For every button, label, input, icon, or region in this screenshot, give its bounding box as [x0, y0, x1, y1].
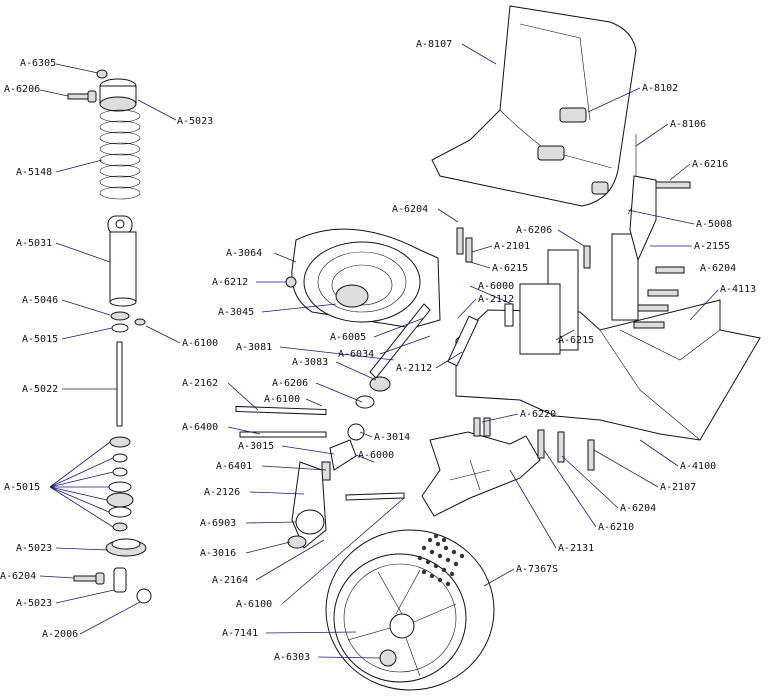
label-a-6215: A-6215: [492, 263, 528, 274]
label-a-6100-bottom: A-6100: [236, 599, 272, 610]
label-a-4113: A-4113: [720, 284, 756, 295]
label-a-6206-mid: A-6206: [516, 225, 552, 236]
label-a-2107: A-2107: [660, 482, 696, 493]
label-a-2112: A-2112: [478, 294, 514, 305]
label-a-5023-lower: A-5023: [16, 543, 52, 554]
label-a-8106: A-8106: [670, 119, 706, 130]
label-a-6210: A-6210: [598, 522, 634, 533]
label-a-5015: A-5015: [22, 334, 58, 345]
label-a-6303: A-6303: [274, 652, 310, 663]
label-a-3045: A-3045: [218, 307, 254, 318]
label-a-5008: A-5008: [696, 219, 732, 230]
chassis-assembly: [235, 5, 761, 691]
label-a-5046: A-5046: [22, 295, 58, 306]
label-a-6220: A-6220: [520, 409, 556, 420]
label-a-2006: A-2006: [42, 629, 78, 640]
label-a-3083: A-3083: [292, 357, 328, 368]
label-a-8102: A-8102: [642, 83, 678, 94]
label-a-5031: A-5031: [16, 238, 52, 249]
label-a-6100: A-6100: [182, 338, 218, 349]
part-labels: A-6305 A-6206 A-5023 A-5148 A-5031 A-504…: [0, 39, 756, 663]
label-a-3081: A-3081: [236, 342, 272, 353]
shock-assembly: [67, 69, 152, 604]
label-a-7141: A-7141: [222, 628, 258, 639]
label-a-3016: A-3016: [200, 548, 236, 559]
label-a-6100-low: A-6100: [264, 394, 300, 405]
label-a-6005: A-6005: [330, 332, 366, 343]
label-a-2155: A-2155: [694, 241, 730, 252]
label-a-6204-top: A-6204: [392, 204, 428, 215]
label-a-2162: A-2162: [182, 378, 218, 389]
label-a-6206: A-6206: [4, 84, 40, 95]
label-a-6401: A-6401: [216, 461, 252, 472]
label-a-2112-lower: A-2112: [396, 363, 432, 374]
label-a-2131: A-2131: [558, 543, 594, 554]
label-a-4100: A-4100: [680, 461, 716, 472]
label-a-6206-low: A-6206: [272, 378, 308, 389]
label-a-2101: A-2101: [494, 241, 530, 252]
label-a-3015: A-3015: [238, 441, 274, 452]
label-a-6216: A-6216: [692, 159, 728, 170]
label-a-6305: A-6305: [20, 58, 56, 69]
label-a-5023-rod: A-5023: [16, 598, 52, 609]
label-a-7367s: A-7367S: [516, 564, 558, 575]
label-a-6034: A-6034: [338, 349, 374, 360]
label-a-6903: A-6903: [200, 518, 236, 529]
label-a-2126: A-2126: [204, 487, 240, 498]
label-a-6215-lower: A-6215: [558, 335, 594, 346]
leader-lines: [39, 43, 719, 659]
label-a-6204-bottom: A-6204: [620, 503, 656, 514]
label-a-6204-right: A-6204: [700, 263, 736, 274]
label-a-6212: A-6212: [212, 277, 248, 288]
label-a-5148: A-5148: [16, 167, 52, 178]
label-a-6400: A-6400: [182, 422, 218, 433]
label-a-5015-group: A-5015: [4, 482, 40, 493]
label-a-6000-low: A-6000: [358, 450, 394, 461]
label-a-2164: A-2164: [212, 575, 248, 586]
label-a-5023: A-5023: [177, 116, 213, 127]
label-a-8107: A-8107: [416, 39, 452, 50]
label-a-3014: A-3014: [374, 432, 410, 443]
label-a-3064: A-3064: [226, 248, 262, 259]
label-a-5022: A-5022: [22, 384, 58, 395]
label-a-6000: A-6000: [478, 281, 514, 292]
label-a-6204: A-6204: [0, 571, 36, 582]
